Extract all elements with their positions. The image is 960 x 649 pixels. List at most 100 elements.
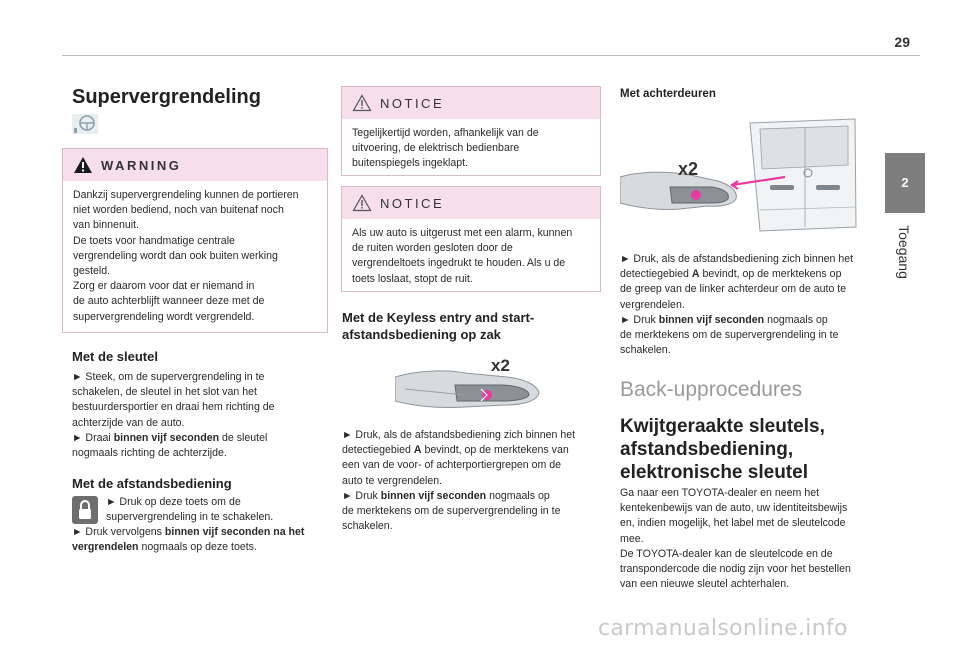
text-run: nogmaals op deze toets.	[138, 541, 257, 554]
bold-run: binnen vijf seconden	[380, 489, 487, 502]
text-line: supervergrendeling in te schakelen.	[106, 511, 274, 524]
text-run: ► Druk	[342, 489, 381, 502]
warning-icon	[74, 157, 92, 173]
bold-run: A	[691, 268, 700, 281]
text-line: bestuurdersportier en draai hem richting…	[72, 401, 275, 414]
text-line: gesteld.	[73, 265, 111, 278]
warning-header: WARNING	[63, 149, 327, 181]
backup-procedures-title: Back-upprocedures	[620, 378, 803, 401]
heading-line: afstandsbediening,	[620, 439, 794, 460]
remote-section-text-b: ► Druk vervolgens binnen vijf seconden n…	[72, 525, 332, 555]
key-section-title: Met de sleutel	[72, 349, 158, 364]
notice-header-2: NOTICE	[342, 187, 600, 219]
text-line: achterzijde van de auto.	[72, 416, 185, 429]
bold-run: binnen vijf seconden	[113, 431, 220, 444]
text-line: de greep van de linker achterdeur om de …	[620, 283, 847, 296]
text-line: ► Druk, als de afstandsbediening zich bi…	[620, 253, 854, 265]
text-run: detectiegebied	[620, 268, 692, 281]
text-line: transpondercode die nodig zijn voor het …	[620, 563, 851, 576]
text-line: Zorg er daarom voor dat er niemand in	[73, 280, 255, 293]
text-line: vergrendeltoets ingedrukt te houden. Als…	[352, 257, 566, 270]
text-line: ► Druk op deze toets om de	[106, 496, 241, 508]
text-line: ► Druk binnen vijf seconden nogmaals op	[342, 489, 604, 504]
text-line: schakelen.	[342, 520, 393, 533]
section-title: Supervergrendeling	[72, 86, 261, 108]
text-line: ► Druk vervolgens binnen vijf seconden n…	[72, 525, 332, 540]
text-line: schakelen.	[620, 344, 671, 357]
text-line: de ruiten worden gesloten door de	[352, 242, 513, 255]
notice-title-2: NOTICE	[380, 196, 445, 211]
page-number: 29	[894, 34, 910, 50]
text-line: detectiegebied A bevindt, op de merkteke…	[342, 443, 604, 458]
text-line: vergrendelen nogmaals op deze toets.	[72, 540, 332, 555]
chapter-label-text: Toegang	[896, 225, 912, 279]
rear-doors-text: ► Druk, als de afstandsbediening zich bi…	[620, 252, 882, 358]
text-line: ► Steek, om de supervergrendeling in te	[72, 371, 265, 383]
header-divider	[62, 55, 920, 56]
warning-title: WARNING	[101, 158, 182, 173]
lock-button-icon	[72, 496, 98, 524]
warning-box: WARNING Dankzij supervergrendeling kunne…	[62, 148, 328, 333]
text-run: nogmaals op	[764, 313, 828, 326]
notice-box-2: NOTICE Als uw auto is uitgerust met een …	[341, 186, 601, 292]
text-run: ► Druk	[620, 313, 659, 326]
text-line: Tegelijkertijd worden, afhankelijk van d…	[352, 127, 539, 139]
keyless-text: ► Druk, als de afstandsbediening zich bi…	[342, 428, 604, 534]
notice-icon	[352, 94, 372, 112]
x2-label: x2	[491, 356, 510, 375]
remote-section-text-a: ► Druk op deze toets om de supervergrend…	[106, 495, 326, 525]
text-line: ► Druk binnen vijf seconden nogmaals op	[620, 313, 882, 328]
text-line: auto te vergrendelen.	[342, 474, 443, 487]
text-line: van een nieuwe sleutel achterhalen.	[620, 578, 790, 591]
notice-box-1: NOTICE Tegelijkertijd worden, afhankelij…	[341, 86, 601, 176]
notice-text-1: Tegelijkertijd worden, afhankelijk van d…	[342, 119, 600, 178]
text-line: De TOYOTA-dealer kan de sleutelcode en d…	[620, 547, 833, 560]
heading-line: elektronische sleutel	[620, 462, 808, 483]
remote-section-title: Met de afstandsbediening	[72, 476, 232, 491]
text-line: buitenspiegels ingeklapt.	[352, 157, 469, 170]
text-line: vergrendeling wordt dan ook buiten werki…	[73, 249, 278, 262]
text-line: en, indien mogelijk, het label met de sl…	[620, 517, 846, 530]
text-line: nogmaals richting de achterzijde.	[72, 447, 227, 460]
lost-keys-title: Kwijtgeraakte sleutels, afstandsbedienin…	[620, 415, 825, 484]
lost-keys-text: Ga naar een TOYOTA-dealer en neem het ke…	[620, 486, 882, 592]
text-line: de merktekens om de supervergrendeling i…	[342, 505, 561, 518]
notice-icon	[352, 194, 372, 212]
keyless-fob-illustration: x2	[395, 356, 540, 409]
chapter-tab[interactable]: 2	[885, 153, 925, 213]
text-line: niet worden bediend, noch van buitenaf n…	[73, 204, 284, 217]
heading-line: Kwijtgeraakte sleutels,	[620, 416, 825, 437]
text-line: Als uw auto is uitgerust met een alarm, …	[352, 227, 573, 239]
notice-header-1: NOTICE	[342, 87, 600, 119]
chapter-label: Toegang	[884, 214, 924, 304]
text-run: bevindt, op de merktekens van	[421, 444, 569, 457]
text-run: bevindt, op de merktekens op	[699, 268, 842, 281]
text-line: supervergrendeling wordt vergrendeld.	[73, 310, 255, 323]
heading-line: Met de Keyless entry and start-	[342, 310, 535, 325]
bold-run: A	[413, 444, 422, 457]
bold-run: vergrendelen	[72, 541, 139, 554]
text-line: detectiegebied A bevindt, op de merkteke…	[620, 267, 882, 282]
text-line: uitvoering, de elektrisch bedienbare	[352, 142, 520, 155]
text-line: ► Draai binnen vijf seconden de sleutel	[72, 431, 332, 446]
keyless-title: Met de Keyless entry and start- afstands…	[342, 309, 534, 343]
key-section-text: ► Steek, om de supervergrendeling in te …	[72, 370, 332, 461]
steering-wheel-icon	[72, 114, 98, 134]
text-line: kentekenbewijs van de auto, uw identitei…	[620, 502, 848, 515]
text-line: schakelen, de sleutel in het slot van he…	[72, 386, 257, 399]
text-line: ► Druk, als de afstandsbediening zich bi…	[342, 429, 576, 441]
watermark: carmanualsonline.info	[598, 616, 848, 641]
text-line: vergrendelen.	[620, 298, 685, 311]
x2-label: x2	[678, 159, 698, 179]
text-line: de merktekens om de supervergrendeling i…	[620, 329, 839, 342]
bold-run: binnen vijf seconden na het	[164, 526, 305, 538]
text-line: mee.	[620, 532, 644, 545]
text-line: de auto achterblijft wanneer deze met de	[73, 295, 265, 308]
text-run: nogmaals op	[486, 489, 550, 502]
text-line: Dankzij supervergrendeling kunnen de por…	[73, 189, 299, 201]
bold-run: binnen vijf seconden	[658, 313, 765, 326]
heading-line: afstandsbediening op zak	[342, 327, 501, 342]
text-run: de sleutel	[219, 431, 268, 444]
notice-title-1: NOTICE	[380, 96, 445, 111]
warning-text: Dankzij supervergrendeling kunnen de por…	[63, 181, 327, 331]
